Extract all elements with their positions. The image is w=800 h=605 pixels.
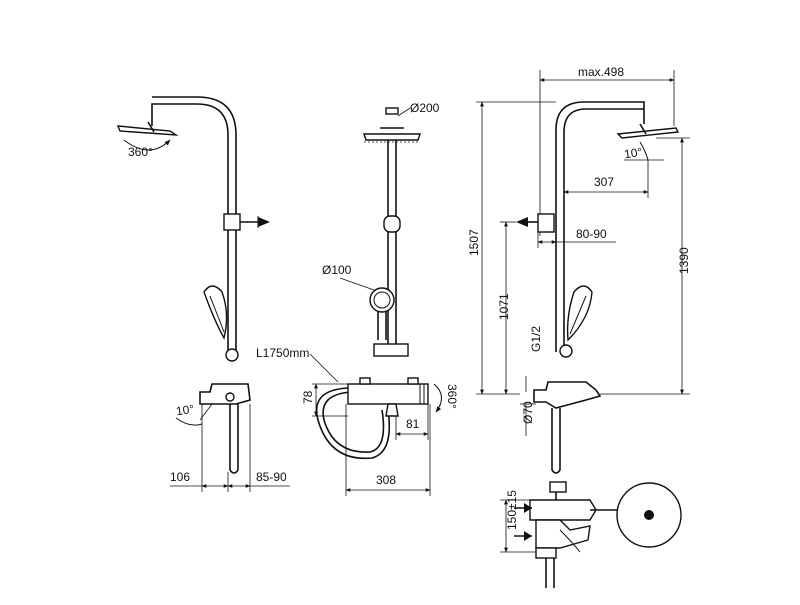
inlet-spacing-label: 150±15	[505, 490, 519, 530]
rotation-arrow	[123, 139, 171, 151]
thread-label: G1/2	[529, 326, 543, 352]
spout-offset-label: 81	[406, 417, 420, 431]
mixer-width-label: 308	[376, 473, 396, 487]
mixer-top	[529, 499, 597, 521]
top-bracket	[549, 481, 567, 493]
diam-hand-label: Ø100	[322, 263, 352, 277]
front-view-middle: Ø200 Ø100 L1750mm 360° 78	[256, 101, 459, 496]
end-cap-left	[225, 348, 239, 362]
shower-head-front	[363, 133, 421, 141]
wall-spacing-label: 85-90	[256, 470, 287, 484]
mixer-body-left	[199, 383, 251, 405]
shower-head-right	[616, 127, 680, 139]
total-height-label: 1507	[467, 229, 481, 256]
max-width-label: max.498	[578, 65, 624, 79]
head-height-label: 1390	[677, 247, 691, 274]
tilt-mixer-label: 10°	[175, 402, 195, 418]
tilt-head-label: 10°	[623, 145, 643, 161]
shower-head-left	[116, 125, 179, 136]
mixer-height-label: 78	[301, 390, 315, 404]
side-view-right: 10° max.498 307 80-90 1507 1071	[467, 65, 691, 474]
hose-length-label: L1750mm	[256, 346, 309, 360]
side-view-left: 360° 10° 106 85-90	[116, 96, 290, 492]
hand-shower-right	[566, 285, 593, 342]
rotation-head-label: 360°	[128, 145, 153, 159]
diam-escutcheon-label: Ø70	[521, 401, 535, 424]
rotation-spout-label: 360°	[445, 384, 459, 409]
bracket-height-label: 1071	[497, 293, 511, 320]
wall-bracket-right	[537, 213, 555, 233]
top-view-bottom: 150±15	[500, 481, 682, 588]
wall-offset-label: 106	[170, 470, 190, 484]
head-offset-label: 307	[594, 175, 614, 189]
hose	[315, 387, 391, 460]
mixer-body-right	[533, 381, 602, 409]
wall-bracket-left	[223, 213, 241, 231]
slider-base	[373, 343, 409, 357]
mixer-body-front	[347, 383, 429, 405]
diam-head-label: Ø200	[410, 101, 440, 115]
bracket-spacing-label: 80-90	[576, 227, 607, 241]
wall-bracket-front	[383, 215, 401, 233]
